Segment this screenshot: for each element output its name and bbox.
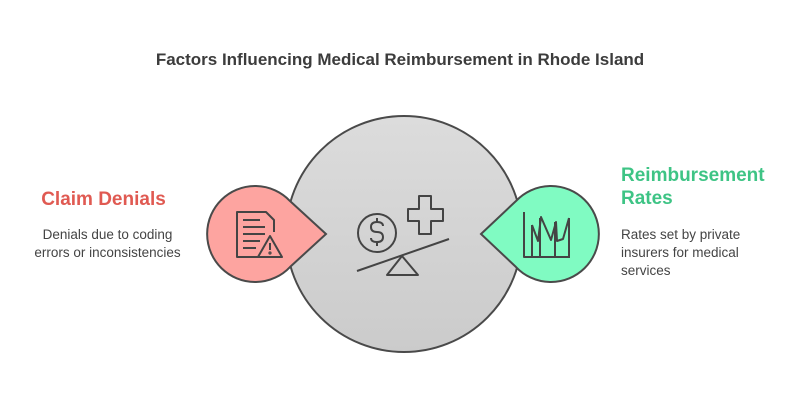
reimbursement-rates-description: Rates set by private insurers for medica… bbox=[621, 227, 741, 278]
document-warning-icon bbox=[236, 211, 283, 258]
heading-line-1: Reimbursement bbox=[621, 165, 765, 186]
claim-denials-description: Denials due to coding errors or inconsis… bbox=[34, 227, 181, 260]
reimbursement-rates-heading: Reimbursement Rates bbox=[621, 164, 765, 210]
left-drop-shape bbox=[206, 185, 328, 283]
claim-denials-heading: Claim Denials bbox=[41, 189, 166, 210]
balance-dollar-medical-icon bbox=[356, 195, 450, 276]
heading-line-2: Rates bbox=[621, 188, 673, 209]
diagram-title: Factors Influencing Medical Reimbursemen… bbox=[155, 50, 645, 69]
line-chart-icon bbox=[523, 212, 570, 258]
